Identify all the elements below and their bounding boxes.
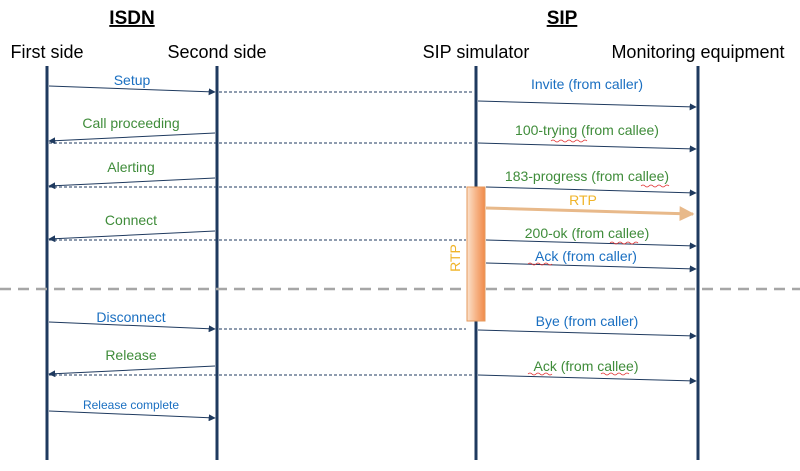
rtp-flow-label: RTP [569,192,597,208]
connect-label: Connect [105,212,157,228]
progress-arrow [485,186,697,197]
call-proceeding-label: Call proceeding [82,115,179,131]
release-arrow [48,365,216,378]
release-label: Release [105,347,157,363]
progress-label: 183-progress (from callee) [505,168,669,184]
ack-caller-label: Ack (from caller) [535,248,637,264]
isdn-header: ISDN [109,8,154,29]
ack-callee-arrow [477,374,697,385]
sip-simulator-label: SIP simulator [423,42,530,62]
bye-arrow [477,329,697,340]
disconnect-label: Disconnect [96,309,165,325]
ack-callee-spellcheck-squiggle-1 [527,372,553,376]
ack-caller-arrow [485,262,697,273]
ack-callee-spellcheck-squiggle-2 [600,372,630,376]
rtp-media-box [466,186,486,322]
ok-spellcheck-squiggle [609,241,639,245]
monitoring-equipment-label: Monitoring equipment [611,42,784,62]
release-complete-arrow [48,410,216,422]
alerting-arrow [48,177,216,190]
trying-label: 100-trying (from callee) [515,122,659,138]
disconnect-arrow [48,321,216,333]
ack-caller-spellcheck-squiggle [527,262,553,266]
setup-label: Setup [114,72,151,88]
sip-header: SIP [547,8,578,29]
ack-callee-label: Ack (from callee) [533,358,638,374]
connect-arrow [48,230,216,243]
rtp-box-label: RTP [447,244,463,272]
rtp-flow-arrow [485,206,695,222]
invite-arrow [477,100,697,111]
trying-spellcheck-squiggle [550,139,588,143]
trying-arrow [477,142,697,153]
release-complete-label: Release complete [83,398,179,412]
ok-arrow [485,239,697,250]
alerting-label: Alerting [107,159,154,175]
call-proceeding-arrow [48,132,216,145]
setup-arrow [48,85,216,96]
ok-label: 200-ok (from callee) [525,225,650,241]
invite-label: Invite (from caller) [531,76,643,92]
bye-label: Bye (from caller) [536,313,639,329]
progress-spellcheck-squiggle [640,184,670,188]
first-side-label: First side [10,42,83,62]
second-side-label: Second side [167,42,266,62]
